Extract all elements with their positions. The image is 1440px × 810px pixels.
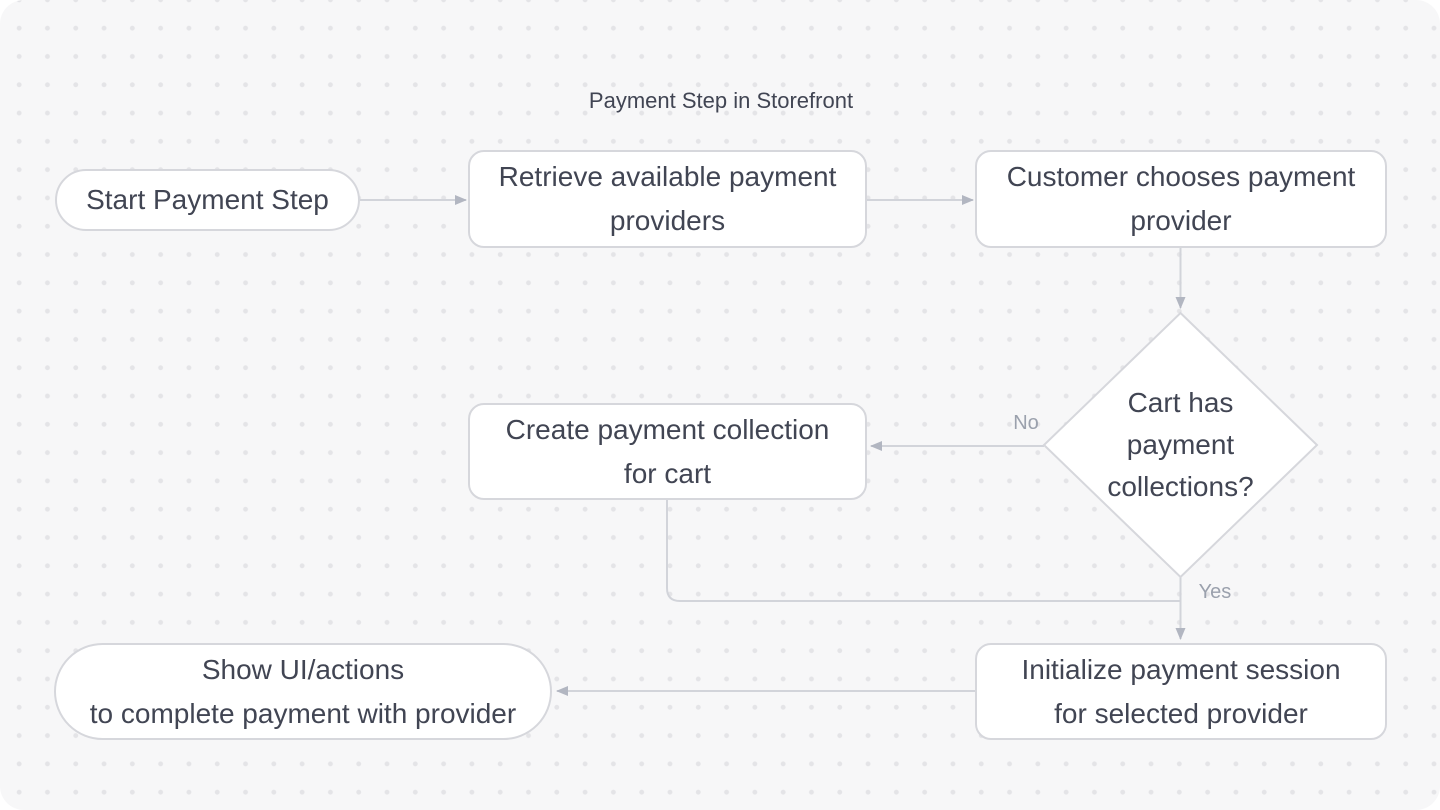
node-label-line: Customer chooses payment <box>1006 161 1356 192</box>
node-label-line: Cart has <box>1127 387 1234 418</box>
node-label-line: for cart <box>623 457 712 489</box>
node-label-line: for selected provider <box>1054 697 1308 729</box>
node-label-line: Create payment collection <box>505 413 830 445</box>
node-label-line: collections? <box>1107 471 1254 502</box>
node-label-line: payment <box>1126 429 1235 460</box>
node-retrieve-providers: Retrieve available payment providers <box>468 150 867 248</box>
node-decision-cart-collections: Cart has payment collections? <box>1044 382 1317 508</box>
diagram-title: Payment Step in Storefront <box>588 88 854 113</box>
edge-create-to-init <box>666 500 1180 602</box>
node-start: Start Payment Step <box>55 169 360 231</box>
node-label-line: provider <box>1130 205 1232 236</box>
edge-label-yes: Yes <box>1198 581 1232 603</box>
node-label-line: Show UI/actions <box>201 653 405 685</box>
decision-diamond-shape <box>1042 311 1319 579</box>
node-label-line: Initialize payment session <box>1021 653 1341 685</box>
node-init-session: Initialize payment session for selected … <box>975 643 1387 740</box>
node-create-collection: Create payment collection for cart <box>468 403 867 500</box>
node-label-line: providers <box>609 205 726 236</box>
node-label-line: to complete payment with provider <box>89 697 517 729</box>
edge-label-no: No <box>1013 412 1039 434</box>
node-label-line: Retrieve available payment <box>498 161 837 192</box>
node-label-line: Start Payment Step <box>86 184 329 215</box>
node-choose-provider: Customer chooses payment provider <box>975 150 1387 248</box>
node-show-ui: Show UI/actions to complete payment with… <box>54 643 552 740</box>
